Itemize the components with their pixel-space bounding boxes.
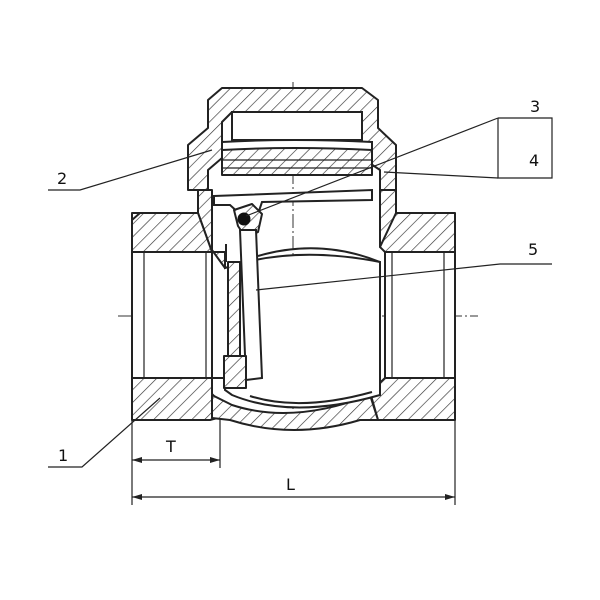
part-label-2: 2 bbox=[57, 169, 67, 188]
part-label-5: 5 bbox=[528, 240, 538, 259]
leader-lines bbox=[48, 117, 553, 468]
dimension-thread-length: T bbox=[131, 418, 221, 505]
bonnet bbox=[131, 87, 397, 269]
part-label-1: 1 bbox=[58, 446, 68, 465]
swing-disc bbox=[223, 229, 264, 389]
dimension-overall-length: L bbox=[132, 420, 456, 505]
dimension-label-l: L bbox=[286, 475, 295, 494]
part-label-3: 3 bbox=[530, 97, 540, 116]
dimension-label-t: T bbox=[165, 437, 176, 456]
right-end-port bbox=[369, 212, 456, 421]
part-label-4: 4 bbox=[529, 151, 539, 170]
